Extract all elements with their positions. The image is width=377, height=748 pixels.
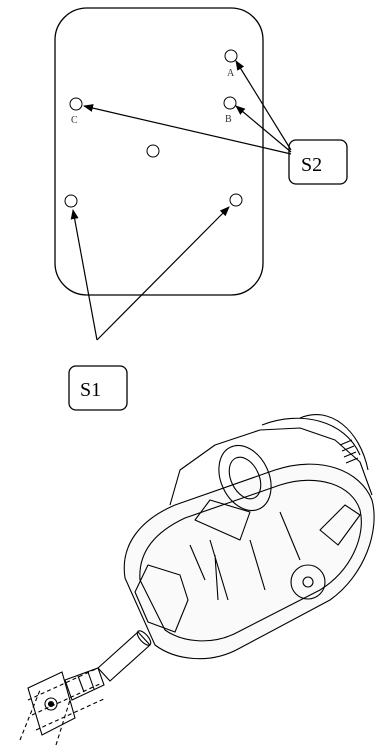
hole-label-a: A: [227, 68, 235, 79]
cartridge-tube-end: [136, 630, 152, 646]
cartridge-guide-lines: [19, 667, 107, 746]
s1-box: [68, 365, 128, 411]
fixture-reflector: [218, 445, 272, 511]
hole-s1-right: [229, 193, 243, 207]
plate-outline: [54, 7, 264, 296]
lamp-cartridge: [19, 630, 152, 746]
s2-arrow-to-a: [235, 60, 292, 151]
s2-box: [288, 139, 348, 185]
s1-label: S1: [80, 379, 101, 401]
hole-s1-left: [64, 194, 78, 208]
fixture-rear-arc: [299, 413, 369, 471]
hole-a: [224, 49, 238, 63]
s2-arrow-to-b: [235, 105, 292, 153]
fixture-base-inner: [139, 479, 362, 642]
s2-callout: S2: [83, 60, 348, 185]
hole-center: [146, 144, 160, 158]
s2-arrow-to-c: [83, 104, 292, 155]
fixture-front-opening: [134, 564, 189, 633]
cartridge-tube: [97, 631, 151, 682]
fixture-gobo-wheel-hub: [302, 576, 314, 588]
mounting-plate: A B C: [54, 7, 264, 296]
s1-arrow-right: [96, 206, 230, 341]
hole-b: [223, 96, 237, 110]
s1-arrow-left: [70, 209, 98, 341]
fixture-gobo-wheel: [290, 564, 326, 600]
s2-label: S2: [301, 154, 322, 176]
fixture-illustration: [123, 413, 375, 660]
fixture-base-shell: [123, 463, 375, 660]
hole-c: [69, 97, 83, 111]
fixture-vents: [339, 439, 359, 464]
fixture-top-arc: [261, 417, 361, 456]
fixture-frame-lines: [189, 499, 301, 601]
fixture-side-panel: [319, 504, 361, 546]
cartridge-bracket-detail: [77, 671, 95, 693]
cartridge-bracket: [64, 667, 105, 701]
cartridge-socket: [44, 697, 58, 711]
s1-callout: S1: [68, 206, 230, 411]
hole-label-c: C: [71, 115, 78, 126]
hole-label-b: B: [225, 114, 232, 125]
fixture-reflector-inner: [228, 456, 262, 500]
